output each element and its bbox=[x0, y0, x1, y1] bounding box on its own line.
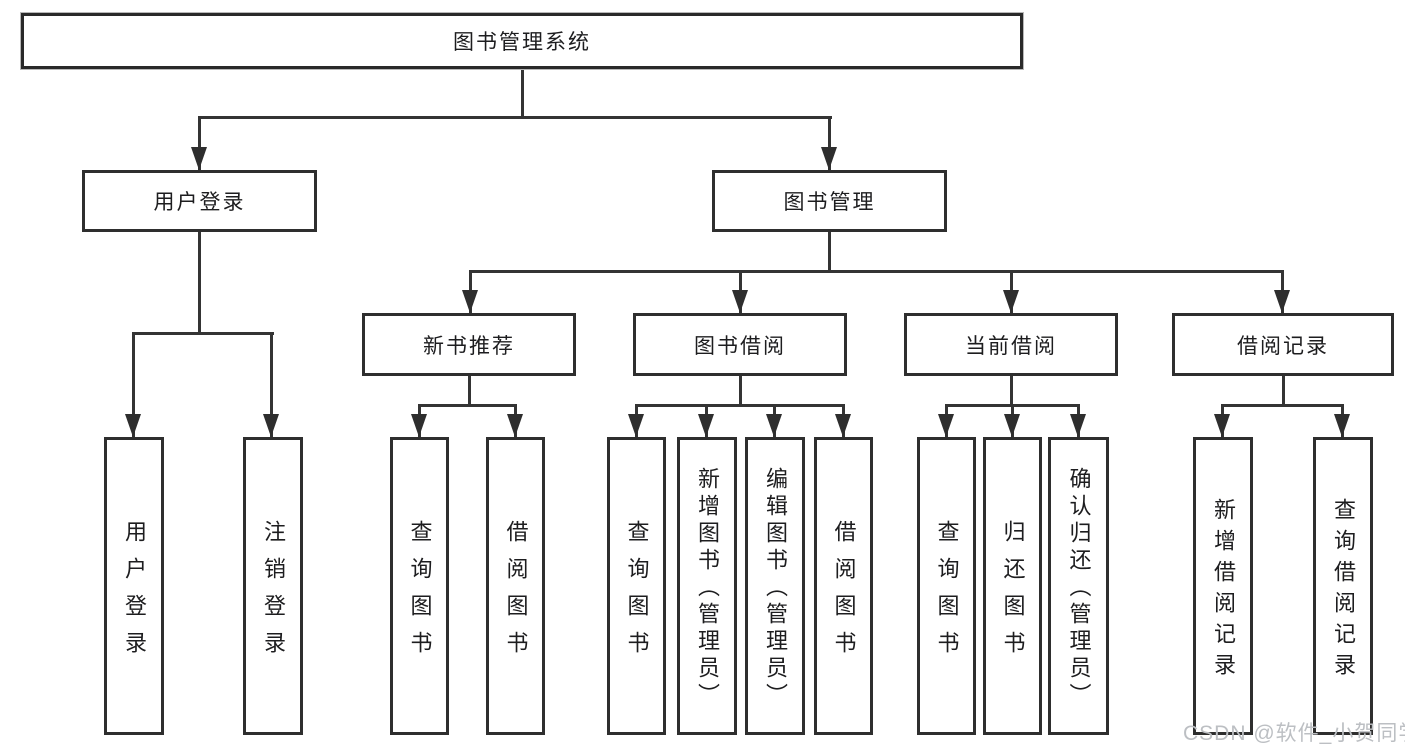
arrow-down-icon bbox=[1070, 414, 1086, 437]
node-label: 当前借阅 bbox=[965, 334, 1057, 358]
connector-line bbox=[1221, 404, 1344, 407]
arrow-down-icon bbox=[263, 414, 279, 437]
node-label: 借阅图书 bbox=[503, 519, 529, 668]
node-label: 查询图书 bbox=[624, 519, 650, 668]
node-label: 查询借阅记录 bbox=[1331, 497, 1356, 684]
node-label: 图书管理系统 bbox=[453, 31, 591, 54]
arrow-down-icon bbox=[411, 414, 427, 437]
node-edit-book-admin: 编辑图书（管理员） bbox=[745, 437, 805, 735]
arrow-down-icon bbox=[766, 414, 782, 437]
connector-line bbox=[198, 116, 832, 119]
connector-line bbox=[521, 69, 524, 117]
node-label: 借阅图书 bbox=[831, 519, 857, 668]
node-label: 查询图书 bbox=[407, 519, 433, 668]
connector-line bbox=[1282, 376, 1285, 406]
node-label: 新增借阅记录 bbox=[1211, 497, 1236, 684]
connector-line bbox=[1010, 376, 1013, 406]
arrow-down-icon bbox=[835, 414, 851, 437]
arrow-down-icon bbox=[1004, 414, 1020, 437]
node-label: 确认归还（管理员） bbox=[1066, 467, 1092, 710]
node-return-books: 归还图书 bbox=[983, 437, 1042, 735]
connector-line bbox=[198, 116, 201, 170]
node-label: 用户登录 bbox=[153, 191, 246, 214]
arrow-down-icon bbox=[628, 414, 644, 437]
arrow-down-icon bbox=[125, 414, 141, 437]
node-label: 借阅记录 bbox=[1237, 334, 1329, 358]
node-add-borrow-record: 新增借阅记录 bbox=[1193, 437, 1253, 735]
connector-line bbox=[270, 332, 273, 437]
node-borrow-books: 借阅图书 bbox=[486, 437, 545, 735]
connector-line bbox=[132, 332, 274, 335]
arrow-down-icon bbox=[821, 147, 837, 170]
node-new-book-recommend: 新书推荐 bbox=[362, 313, 576, 376]
connector-line bbox=[469, 270, 1284, 273]
node-root: 图书管理系统 bbox=[21, 13, 1023, 69]
connector-line bbox=[739, 376, 742, 406]
arrow-down-icon bbox=[1003, 290, 1019, 313]
node-label: 图书管理 bbox=[783, 191, 876, 214]
node-confirm-return-admin: 确认归还（管理员） bbox=[1048, 437, 1109, 735]
node-label: 图书借阅 bbox=[694, 334, 786, 358]
node-user-login: 用户登录 bbox=[82, 170, 317, 232]
node-label: 归还图书 bbox=[1000, 519, 1026, 668]
connector-line bbox=[468, 376, 471, 406]
node-query-books: 查询图书 bbox=[390, 437, 449, 735]
connector-line bbox=[418, 404, 517, 407]
connector-line bbox=[635, 404, 845, 407]
arrow-down-icon bbox=[698, 414, 714, 437]
arrow-down-icon bbox=[462, 290, 478, 313]
node-label: 新增图书（管理员） bbox=[695, 467, 720, 710]
node-borrow-books: 借阅图书 bbox=[814, 437, 873, 735]
node-logout: 注销登录 bbox=[243, 437, 303, 735]
node-current-borrow: 当前借阅 bbox=[904, 313, 1118, 376]
connector-line bbox=[132, 332, 135, 437]
node-label: 用户登录 bbox=[122, 519, 147, 668]
arrow-down-icon bbox=[732, 290, 748, 313]
node-label: 查询图书 bbox=[934, 519, 960, 668]
connector-line bbox=[198, 232, 201, 335]
arrow-down-icon bbox=[1334, 414, 1350, 437]
arrow-down-icon bbox=[938, 414, 954, 437]
node-borrow-records: 借阅记录 bbox=[1172, 313, 1394, 376]
watermark-text: CSDN @软件_小贺同学 bbox=[1183, 722, 1405, 745]
node-user-login-leaf: 用户登录 bbox=[104, 437, 164, 735]
connector-line bbox=[828, 116, 831, 170]
arrow-down-icon bbox=[1274, 290, 1290, 313]
connector-line bbox=[828, 232, 831, 273]
node-query-borrow-record: 查询借阅记录 bbox=[1313, 437, 1373, 735]
node-query-books: 查询图书 bbox=[917, 437, 976, 735]
arrow-down-icon bbox=[507, 414, 523, 437]
node-book-borrow: 图书借阅 bbox=[633, 313, 847, 376]
node-label: 注销登录 bbox=[261, 519, 286, 668]
node-label: 编辑图书（管理员） bbox=[763, 467, 788, 710]
arrow-down-icon bbox=[191, 147, 207, 170]
node-query-books: 查询图书 bbox=[607, 437, 666, 735]
arrow-down-icon bbox=[1214, 414, 1230, 437]
node-add-book-admin: 新增图书（管理员） bbox=[677, 437, 737, 735]
node-label: 新书推荐 bbox=[423, 334, 515, 358]
node-book-management: 图书管理 bbox=[712, 170, 947, 232]
